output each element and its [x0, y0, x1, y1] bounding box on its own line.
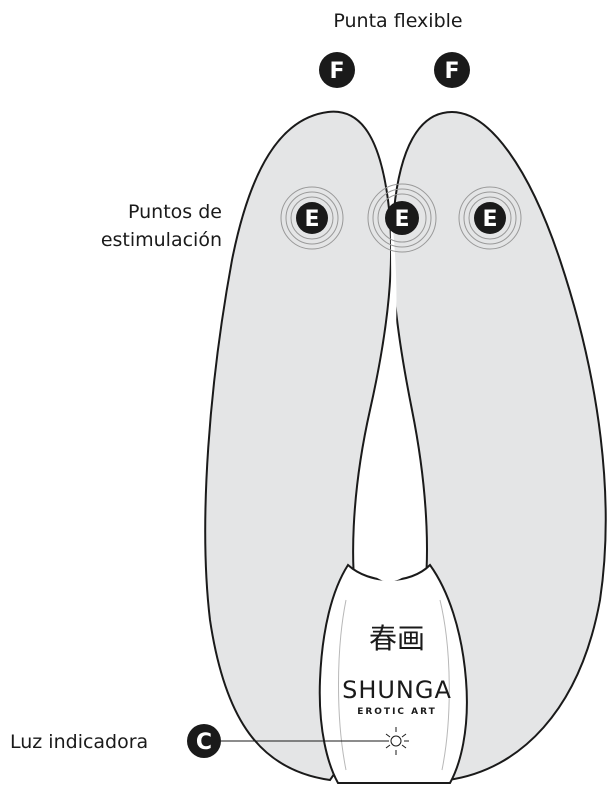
stimulation-point-right: E — [458, 186, 522, 250]
indicator-marker-letter: C — [196, 730, 212, 755]
stimulation-marker-right-letter: E — [482, 207, 497, 232]
light-icon — [385, 727, 409, 755]
indicator-marker: C — [187, 724, 221, 758]
stimulation-marker-left — [296, 202, 328, 234]
indicator-label: Luz indicadora — [10, 731, 148, 753]
tip-marker-left-letter: F — [329, 59, 344, 84]
center-gap — [357, 200, 423, 582]
stimulation-label-line2: estimulación — [101, 229, 222, 251]
tip-marker-right-letter: F — [444, 59, 459, 84]
stimulation-point-left: E — [280, 186, 344, 250]
tip-marker-right: F — [434, 52, 470, 88]
stimulation-marker-left-letter: E — [304, 207, 319, 232]
handle-base — [318, 563, 468, 784]
stimulation-marker-center-letter: E — [394, 207, 409, 232]
stimulation-point-center: E — [367, 183, 437, 253]
brand-name: SHUNGA — [342, 676, 452, 704]
stimulation-marker-right — [474, 202, 506, 234]
brand-tagline: EROTIC ART — [357, 707, 437, 717]
stimulation-marker-center — [385, 201, 419, 235]
tip-marker-left: F — [319, 52, 355, 88]
brand-logo-glyph: 春画 — [369, 622, 425, 655]
stimulation-label-line1: Puntos de — [128, 201, 222, 223]
base-seam-right — [439, 599, 450, 771]
tip-label: Punta flexible — [333, 10, 462, 32]
base-seam-left — [338, 599, 347, 771]
